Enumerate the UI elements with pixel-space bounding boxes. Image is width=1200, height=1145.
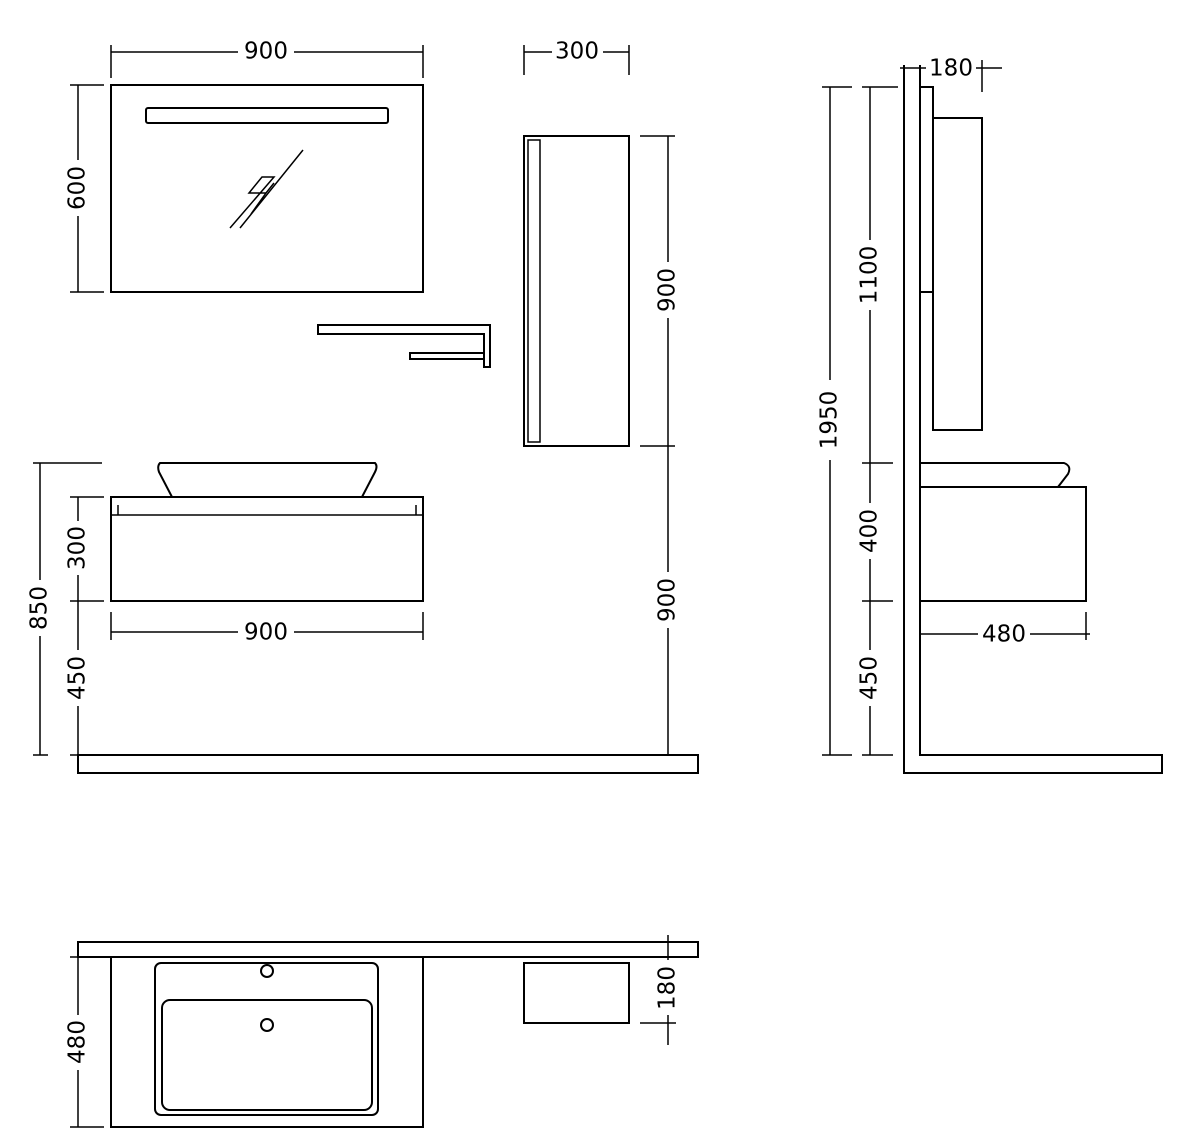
dimension-vanity-depth-side: 480: [920, 612, 1090, 648]
vanity-unit: [110, 462, 424, 602]
mirror-side: [919, 86, 934, 293]
dimension-vanity-floor-gap: 450: [65, 601, 91, 755]
dimension-cabinet-depth: 180: [900, 56, 1002, 92]
mirror: [110, 84, 424, 293]
drain-hole: [260, 1018, 274, 1032]
dimension-cabinet-width: 300: [523, 39, 630, 75]
dimension-vanity-height-side: 400: [857, 462, 893, 602]
wall-plan: [77, 941, 699, 958]
dimension-vanity-width: 900: [110, 612, 424, 646]
dimension-label: 480: [982, 622, 1026, 648]
basin-side: [920, 462, 1071, 488]
shelf: [317, 324, 491, 368]
basin-plan: [154, 962, 379, 1116]
dimension-label: 450: [65, 656, 91, 700]
dimension-label: 180: [655, 966, 681, 1010]
dimension-label: 1950: [817, 391, 843, 450]
wall-cabinet: [523, 135, 630, 447]
tap-hole: [260, 964, 274, 978]
dimension-total-height: 1950: [817, 86, 852, 756]
dimension-label: 900: [655, 578, 681, 622]
dimension-label: 850: [27, 586, 53, 630]
dimension-floor-gap-side: 450: [857, 601, 893, 756]
dimension-label: 400: [857, 509, 883, 553]
dimension-vanity-total-height: 850: [27, 462, 102, 755]
dimension-label: 180: [929, 56, 973, 82]
dimension-label: 300: [65, 526, 91, 570]
front-view: 900 600 300: [27, 39, 699, 774]
wall-cabinet-side: [932, 117, 983, 431]
side-view: 180 1950 1100 400 450: [817, 56, 1163, 774]
wall-and-floor: [903, 65, 1163, 774]
dimension-label: 900: [244, 620, 288, 646]
dimension-cabinet-mount-height: 900: [655, 446, 681, 755]
dimension-mirror-height: 600: [65, 84, 104, 293]
dimension-label: 1100: [857, 246, 883, 305]
vanity-side: [919, 486, 1087, 602]
dimension-cabinet-depth-plan: 180: [640, 935, 681, 1045]
dimension-cabinet-height: 900: [640, 135, 681, 447]
dimension-label: 300: [555, 39, 599, 65]
dimension-vanity-height: 300: [65, 496, 104, 602]
floor: [33, 754, 699, 774]
dimension-label: 900: [244, 39, 288, 65]
dimension-label: 480: [65, 1020, 91, 1064]
dimension-vanity-depth-plan: 480: [65, 956, 104, 1128]
mirror-glare-icon: [229, 149, 304, 229]
dimension-label: 900: [655, 268, 681, 312]
wall-cabinet-plan: [523, 962, 630, 1024]
dimension-upper-height: 1100: [857, 86, 898, 463]
plan-view: 480 180: [65, 935, 699, 1128]
dimension-label: 450: [857, 656, 883, 700]
vanity-plan: [110, 956, 424, 1128]
dimension-label: 600: [65, 166, 91, 210]
dimension-mirror-width: 900: [110, 39, 424, 78]
